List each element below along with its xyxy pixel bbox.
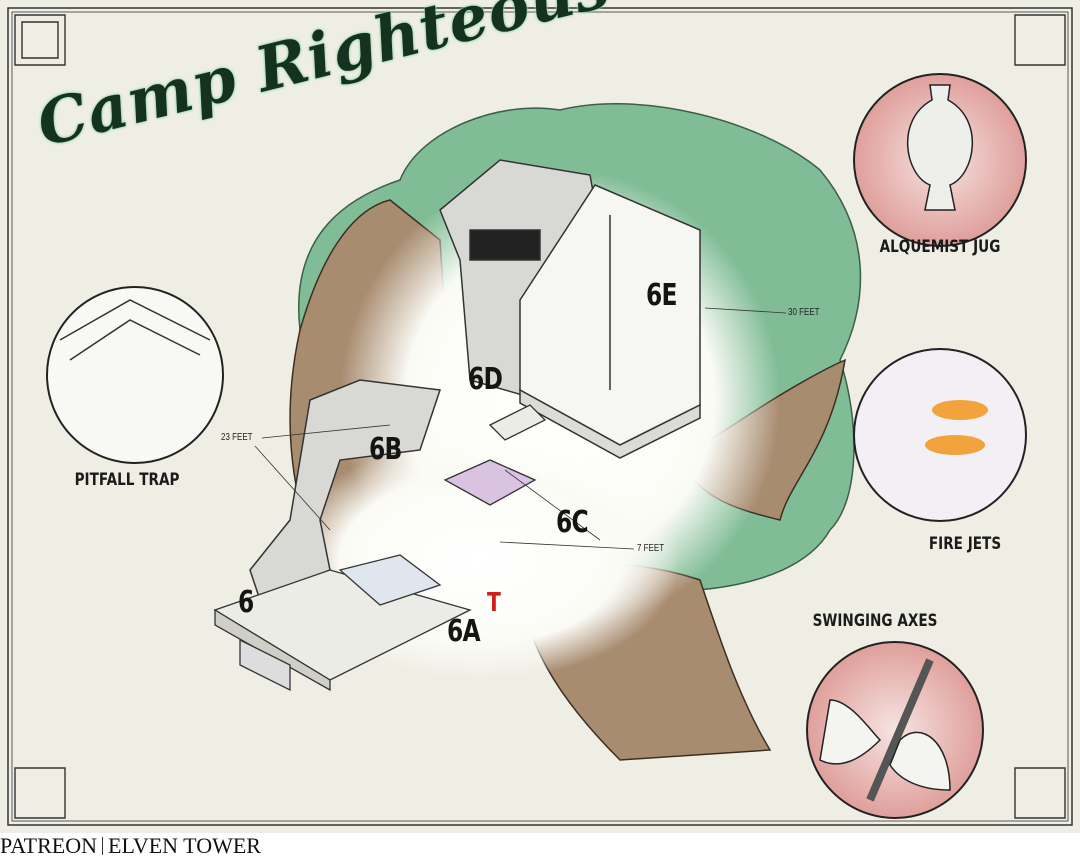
room-label-6a: 6A (447, 614, 481, 649)
inset-pitfall (46, 286, 224, 464)
tower-6e (519, 184, 701, 459)
measure-23-feet: 23 FEET (221, 432, 253, 443)
leader-lines (254, 307, 787, 550)
caption-swinging-axes: SWINGING AXES (812, 611, 938, 631)
inset-swinging-axes (806, 641, 984, 819)
measure-30-feet: 30 FEET (788, 307, 820, 318)
room-label-6e: 6E (646, 278, 678, 313)
map-illustration (7, 7, 1073, 826)
room-label-6: 6 (238, 585, 254, 620)
caption-pitfall-trap: PITFALL TRAP (74, 470, 180, 490)
caption-fire-jets: FIRE JETS (928, 534, 1002, 554)
inset-jug (853, 73, 1027, 247)
measure-7-feet: 7 FEET (637, 543, 665, 554)
border-frame (7, 7, 1073, 826)
walkways (213, 404, 547, 692)
trap-marker: T (487, 588, 501, 618)
footer-elven-tower: ELVEN TOWER (108, 833, 261, 858)
map-sheet: Camp Righteous 6E 6D 6B 6C 6 6A T 30 FEE… (0, 0, 1080, 833)
room-label-6d: 6D (468, 362, 503, 397)
footer-credit: PATREON ELVEN TOWER (0, 834, 261, 857)
inset-fire-jets (853, 348, 1027, 522)
room-label-6c: 6C (556, 505, 589, 540)
footer-divider (102, 837, 103, 855)
footer-patreon: PATREON (0, 833, 97, 858)
room-label-6b: 6B (369, 432, 402, 467)
caption-alquemist-jug: ALQUEMIST JUG (879, 237, 1001, 257)
